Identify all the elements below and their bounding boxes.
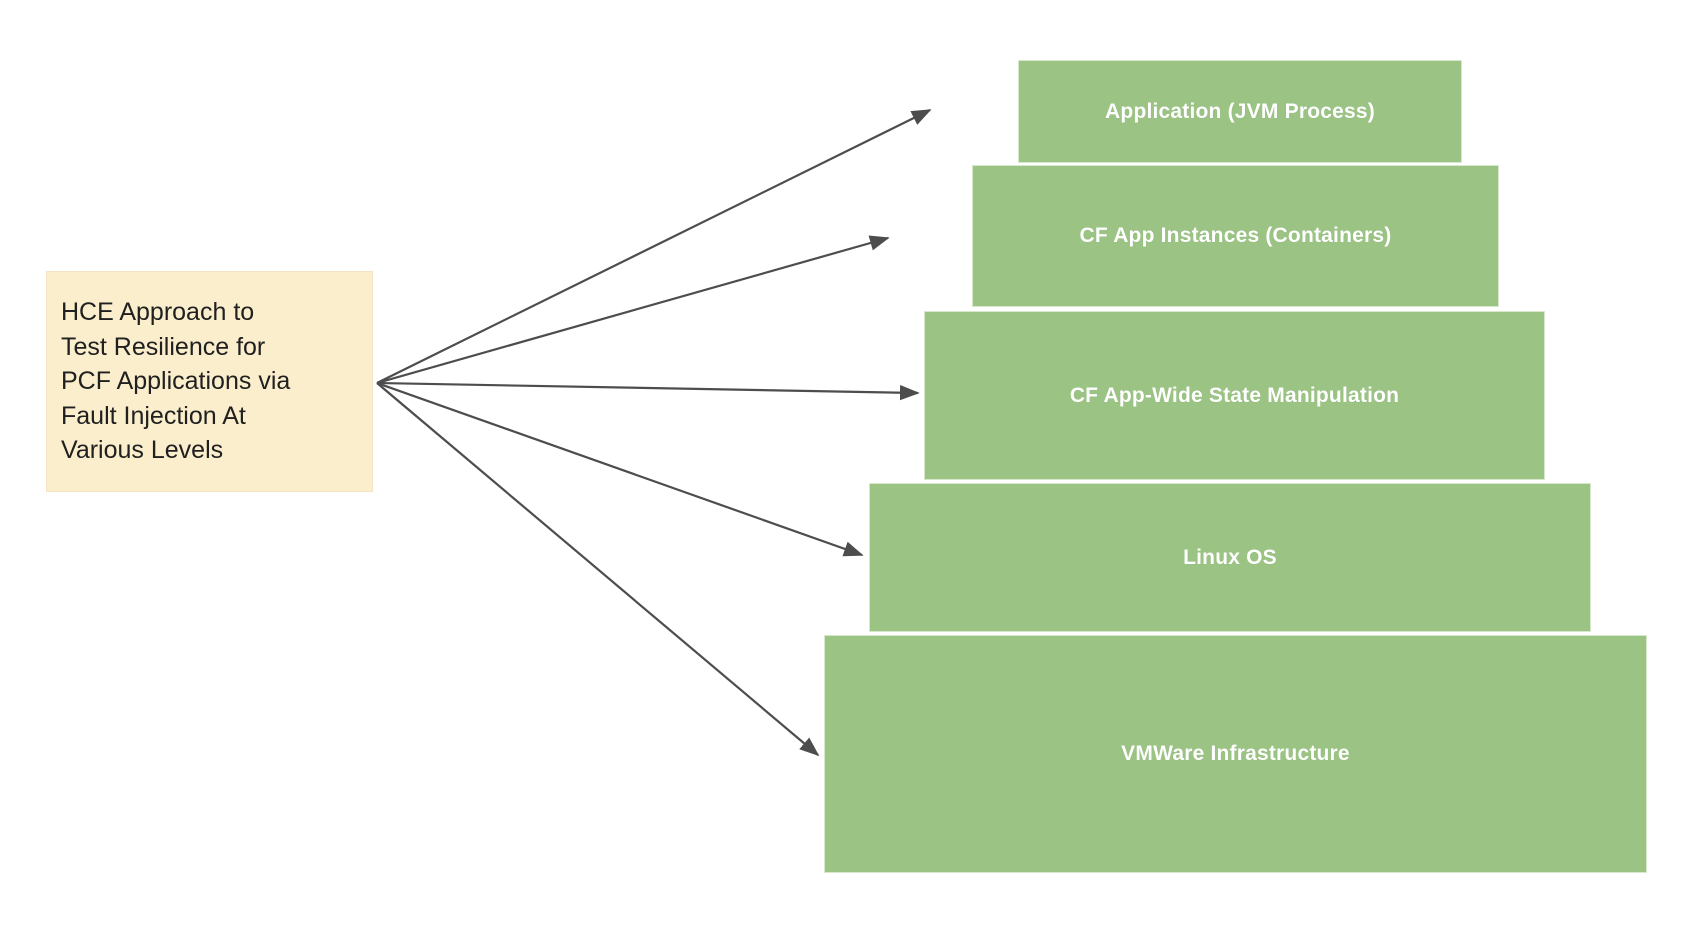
arrow-to-cf-app-wide-state (376, 381, 920, 401)
layer-box-application[interactable]: Application (JVM Process) (1018, 60, 1462, 163)
layer-box-linux-os[interactable]: Linux OS (869, 483, 1591, 632)
layer-label-cf-app-instances: CF App Instances (Containers) (1079, 224, 1392, 248)
source-note-box[interactable]: HCE Approach to Test Resilience for PCF … (46, 271, 373, 492)
source-note-text: HCE Approach to Test Resilience for PCF … (61, 298, 291, 465)
arrow-to-vmware-infrastructure (376, 382, 820, 757)
arrow-to-cf-app-instances (376, 235, 890, 385)
layer-label-application: Application (JVM Process) (1105, 99, 1375, 123)
layer-box-cf-app-instances[interactable]: CF App Instances (Containers) (972, 165, 1499, 307)
arrow-to-linux-os (376, 381, 864, 557)
layer-box-cf-app-wide-state[interactable]: CF App-Wide State Manipulation (924, 311, 1545, 480)
layer-box-vmware-infrastructure[interactable]: VMWare Infrastructure (824, 635, 1647, 873)
layer-label-vmware-infrastructure: VMWare Infrastructure (1121, 742, 1350, 766)
arrow-to-application (376, 109, 932, 384)
layer-label-linux-os: Linux OS (1183, 545, 1277, 569)
layer-label-cf-app-wide-state: CF App-Wide State Manipulation (1069, 383, 1400, 407)
